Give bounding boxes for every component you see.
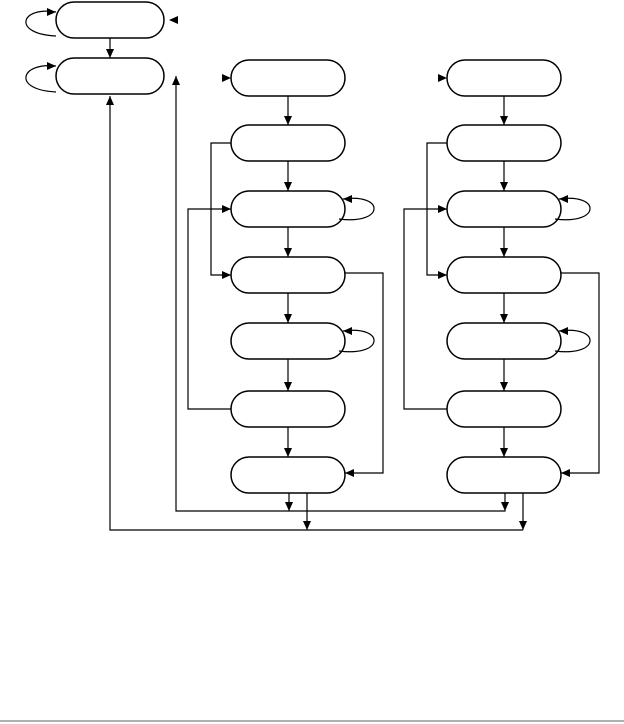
state-node-col1-state-1 [230, 59, 346, 97]
col2-edge-2-to-3-arrowhead [500, 182, 508, 191]
col2-edge-4-to-7-arrowhead [561, 469, 570, 477]
self-loop-main-state-arrowhead [47, 62, 56, 70]
state-node-col1-state-7 [230, 456, 346, 494]
edge-top-to-main-arrowhead [106, 49, 114, 58]
state-node-col2-state-4 [446, 256, 562, 294]
state-node-col1-state-5 [230, 322, 346, 360]
col1-edge-3-to-4-arrowhead [284, 248, 292, 257]
col1-self-loop-3 [338, 197, 375, 221]
state-node-col2-state-3 [446, 190, 562, 228]
state-node-col1-state-6 [230, 390, 346, 428]
state-node-col2-state-2 [446, 124, 562, 162]
return-edge-to-main-bottom-arrowhead [106, 96, 114, 105]
entry-arrowhead-top-state [169, 16, 178, 24]
state-node-col2-state-6 [446, 390, 562, 428]
col1-edge-2-to-4-arrowhead [222, 271, 231, 279]
col2-edge-4-to-5-arrowhead [500, 314, 508, 323]
state-node-col2-state-1 [446, 59, 562, 97]
col2-edge-6-to-7-arrowhead [500, 448, 508, 457]
col2-entry-arrowhead [438, 74, 447, 82]
state-node-col1-state-3 [230, 190, 346, 228]
col2-edge-6-to-3 [403, 208, 447, 410]
col1-edge-5-to-6-arrowhead [284, 382, 292, 391]
col1-self-loop-3-arrowhead [343, 195, 352, 203]
col1-exit-stub-left-arrowhead [285, 502, 293, 511]
col2-self-loop-3-arrowhead [559, 195, 568, 203]
self-loop-top-state [25, 10, 57, 37]
col1-entry-arrowhead [222, 74, 231, 82]
col2-edge-6-to-3-arrowhead [438, 205, 447, 213]
col1-edge-6-to-3-arrowhead [222, 205, 231, 213]
col1-edge-4-to-5-arrowhead [284, 314, 292, 323]
state-node-col1-state-2 [230, 124, 346, 162]
col1-edge-6-to-7-arrowhead [284, 448, 292, 457]
col2-edge-4-to-7 [561, 272, 600, 474]
return-edge-to-main-bottom [109, 96, 523, 531]
state-node-col2-state-5 [446, 322, 562, 360]
col1-edge-4-to-7 [345, 272, 384, 474]
return-edge-to-main-right-arrowhead [172, 76, 180, 85]
col2-exit-stub-arrowhead [501, 502, 509, 511]
col1-edge-4-to-7-arrowhead [345, 469, 354, 477]
col1-edge-2-to-3-arrowhead [284, 182, 292, 191]
col1-return-drop-arrowhead [303, 521, 311, 530]
footer-rule [0, 720, 624, 722]
col2-self-loop-3 [554, 197, 591, 221]
col2-self-loop-5-arrowhead [559, 327, 568, 335]
col2-edge-3-to-4-arrowhead [500, 248, 508, 257]
state-node-main-state [55, 57, 165, 95]
self-loop-top-state-arrowhead [47, 8, 56, 16]
col1-edge-6-to-3 [187, 208, 231, 410]
col1-self-loop-5-arrowhead [343, 327, 352, 335]
state-node-top-state [55, 1, 165, 39]
col2-edge-1-to-2-arrowhead [500, 116, 508, 125]
self-loop-main-state [25, 65, 57, 93]
col1-edge-1-to-2-arrowhead [284, 116, 292, 125]
col1-self-loop-5 [338, 329, 375, 353]
state-node-col2-state-7 [446, 456, 562, 494]
col2-edge-5-to-6-arrowhead [500, 382, 508, 391]
state-node-col1-state-4 [230, 256, 346, 294]
col2-return-drop-arrowhead [519, 521, 527, 530]
col2-edge-2-to-4-arrowhead [438, 271, 447, 279]
col2-self-loop-5 [554, 329, 591, 353]
